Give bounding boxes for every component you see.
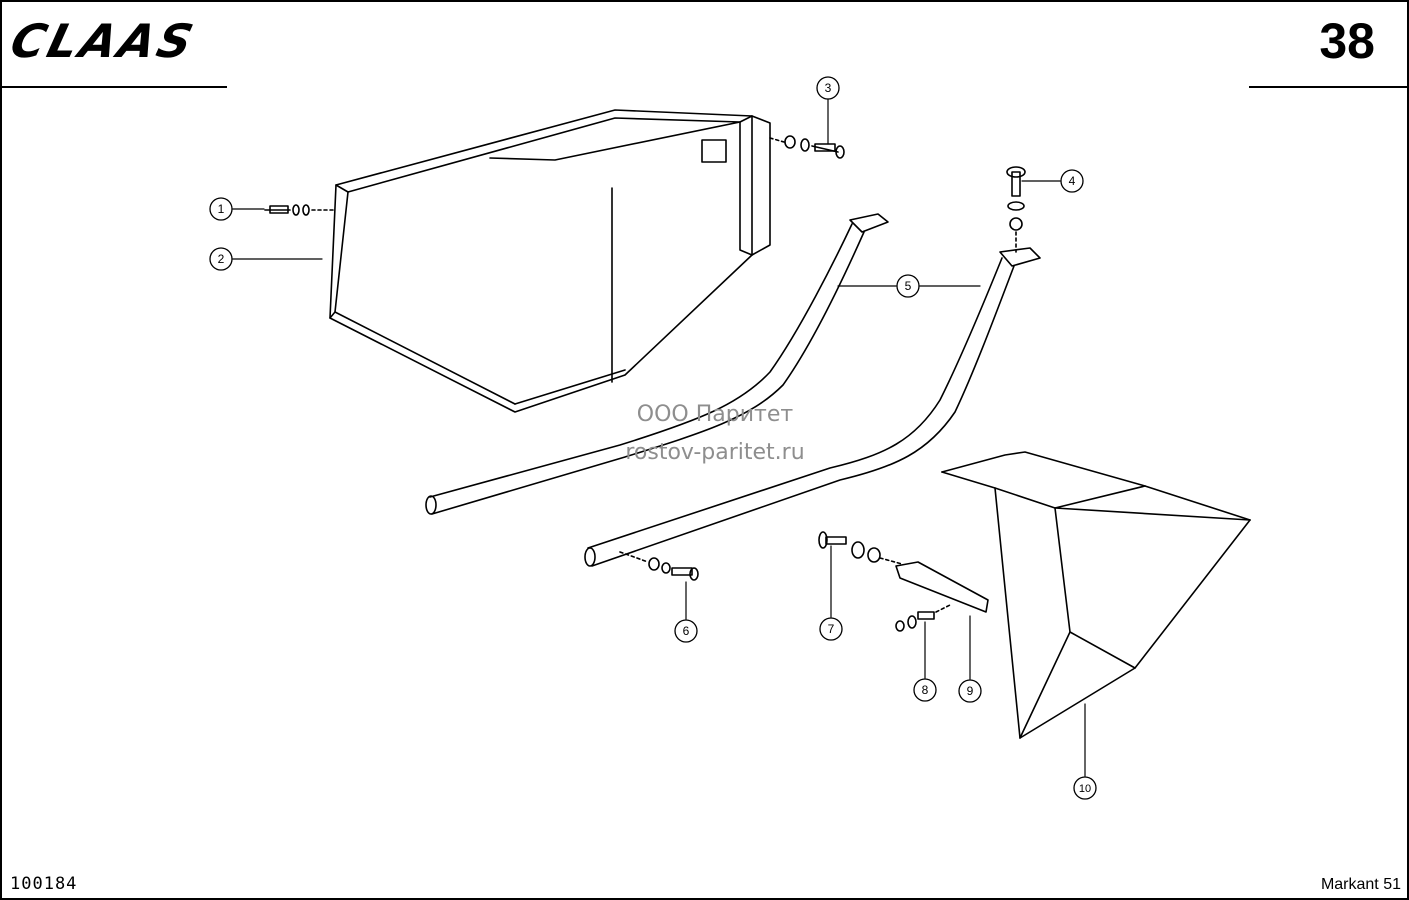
callout-label-6: 6 [683, 624, 690, 638]
callout-circle-4 [1060, 169, 1084, 193]
callout-circle-2 [209, 247, 233, 271]
header-rule-left [2, 86, 227, 88]
page-number: 38 [1319, 13, 1375, 69]
fastener-group-8 [895, 603, 953, 632]
callout-label-7: 7 [828, 622, 835, 636]
funnel-chute [941, 451, 1251, 739]
callout-circles [209, 76, 1097, 800]
bracket-plate [895, 561, 989, 613]
callout-circle-6 [674, 619, 698, 643]
callout-circle-3 [816, 76, 840, 100]
callout-circle-9 [958, 679, 982, 703]
fastener-group-3 [769, 135, 845, 159]
callout-circle-7 [819, 617, 843, 641]
callout-label-4: 4 [1069, 174, 1076, 188]
watermark-company: ООО Паритет [636, 402, 794, 427]
header-rule-right [1249, 86, 1407, 88]
callout-label-8: 8 [922, 683, 929, 697]
callout-label-5: 5 [905, 279, 912, 293]
fastener-group-7 [818, 531, 903, 565]
support-tube-left [425, 213, 889, 515]
leader-lines [232, 98, 1086, 777]
callout-labels: 1 2 3 4 5 6 7 8 9 10 [218, 81, 1091, 795]
callout-circle-5 [896, 274, 920, 298]
fastener-group-4 [1006, 166, 1026, 253]
callout-label-9: 9 [967, 684, 974, 698]
side-cover-panel [329, 109, 771, 413]
callout-label-2: 2 [218, 252, 225, 266]
document-code: 100184 [10, 874, 78, 894]
callout-label-3: 3 [825, 81, 832, 95]
callout-label-1: 1 [218, 202, 225, 216]
callout-label-10: 10 [1079, 783, 1091, 795]
callout-circle-10 [1073, 776, 1097, 800]
watermark-url: rostov-paritet.ru [625, 440, 805, 465]
fastener-group-6 [619, 551, 699, 581]
fastener-group-1 [264, 204, 335, 216]
callout-circle-8 [913, 678, 937, 702]
support-tube-right [584, 247, 1041, 567]
callout-circle-1 [209, 197, 233, 221]
model-name: Markant 51 [1320, 876, 1401, 893]
